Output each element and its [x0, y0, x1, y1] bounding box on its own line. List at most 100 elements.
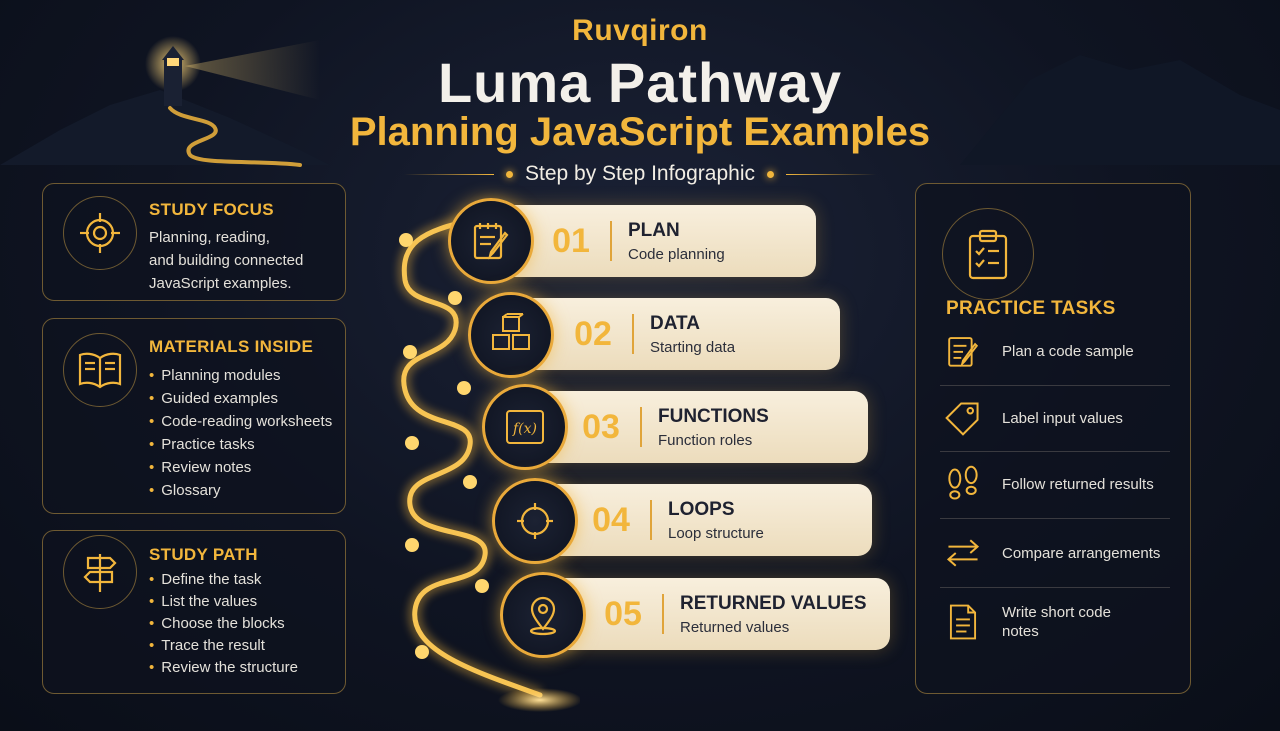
step-subtitle: Function roles	[658, 431, 753, 449]
study-path-icon-badge	[63, 535, 137, 609]
divider	[404, 173, 494, 175]
divider	[650, 500, 652, 540]
tag-icon	[945, 402, 979, 436]
notepad-pencil-icon	[473, 223, 509, 260]
step-card-functions: 03 FUNCTIONS Function roles	[516, 391, 868, 463]
icon-wrap	[940, 464, 986, 504]
divider	[940, 518, 1170, 519]
step-icon-badge	[492, 478, 578, 564]
step-text: FUNCTIONS Function roles	[658, 406, 769, 449]
step-icon-badge	[468, 292, 554, 378]
step-subtitle: Returned values	[680, 618, 790, 636]
divider	[940, 451, 1170, 452]
list-item: Guided examples	[149, 387, 332, 410]
study-focus-text: Planning, reading, and building connecte…	[149, 226, 303, 295]
divider	[940, 587, 1170, 588]
book-icon	[78, 352, 122, 389]
step-icon-badge	[500, 572, 586, 658]
cubes-icon	[492, 313, 530, 350]
practice-item: Write short code notes	[940, 589, 1170, 655]
glowing-path	[396, 213, 580, 712]
practice-icon-badge	[942, 208, 1034, 300]
list-item: Planning modules	[149, 364, 332, 387]
step-card-data: 02 DATA Starting data	[502, 298, 840, 370]
practice-item-text: Compare arrangements	[1002, 544, 1161, 562]
lighthouse-icon	[164, 60, 182, 106]
icon-wrap	[940, 398, 986, 438]
practice-item: Follow returned results	[940, 451, 1170, 517]
list-item: Review notes	[149, 456, 332, 479]
study-focus-line: Planning, reading,	[149, 229, 270, 246]
function-icon: f(x)	[506, 410, 544, 444]
step-text: RETURNED VALUES Returned values	[680, 593, 867, 636]
step-number: 04	[592, 500, 630, 539]
glow-dot	[767, 170, 774, 178]
study-path-list: Define the task List the values Choose t…	[149, 569, 298, 679]
list-item: Choose the blocks	[149, 613, 298, 635]
svg-text:f(x): f(x)	[512, 421, 537, 437]
step-number: 01	[552, 221, 590, 260]
divider	[640, 407, 642, 447]
study-path-panel: STUDY PATH Define the task List the valu…	[42, 530, 346, 694]
icon-wrap	[940, 332, 986, 370]
practice-item: Label input values	[940, 385, 1170, 451]
step-subtitle: Starting data	[650, 338, 736, 356]
page-subtitle: Planning JavaScript Examples	[349, 110, 931, 154]
step-title: PLAN	[628, 219, 680, 241]
tagline-row: Step by Step Infographic	[380, 158, 900, 190]
step-icon-badge	[448, 198, 534, 284]
materials-list: Planning modules Guided examples Code-re…	[149, 364, 332, 502]
step-card-returned-values: 05 RETURNED VALUES Returned values	[546, 578, 890, 650]
step-title: FUNCTIONS	[658, 405, 769, 427]
practice-item: Plan a code sample	[940, 318, 1170, 384]
step-title: RETURNED VALUES	[680, 592, 867, 614]
step-text: LOOPS Loop structure	[668, 499, 764, 542]
practice-panel: PRACTICE TASKS	[915, 183, 1191, 694]
practice-item-text: Write short code notes	[1002, 604, 1111, 640]
study-focus-line: and building connected	[149, 252, 304, 269]
document-icon	[949, 604, 977, 640]
page-title: Luma Pathway	[437, 51, 843, 114]
practice-item-text: Plan a code sample	[1002, 342, 1134, 360]
study-path-title: STUDY PATH	[149, 545, 258, 564]
divider	[662, 594, 664, 634]
materials-title: MATERIALS INSIDE	[149, 337, 314, 356]
practice-title: PRACTICE TASKS	[946, 298, 1116, 319]
list-item: Trace the result	[149, 635, 298, 657]
notepad-pencil-icon	[948, 337, 979, 368]
step-number: 03	[582, 407, 620, 446]
divider	[940, 385, 1170, 386]
tagline: Step by Step Infographic	[525, 162, 755, 185]
study-focus-panel: STUDY FOCUS Planning, reading, and build…	[42, 183, 346, 301]
list-item: List the values	[149, 591, 298, 613]
step-text: DATA Starting data	[650, 313, 735, 356]
study-focus-title: STUDY FOCUS	[149, 200, 274, 219]
step-number: 02	[574, 314, 612, 353]
signpost-icon	[83, 554, 117, 592]
step-number: 05	[604, 594, 642, 633]
swap-arrows-icon	[946, 539, 980, 567]
footprints-icon	[948, 465, 978, 500]
icon-wrap	[940, 602, 986, 642]
list-item: Practice tasks	[149, 433, 332, 456]
list-item: Glossary	[149, 479, 332, 502]
loop-icon	[517, 503, 553, 539]
list-item: Review the structure	[149, 657, 298, 679]
list-item: Code-reading worksheets	[149, 410, 332, 433]
divider	[610, 221, 612, 261]
materials-icon-badge	[63, 333, 137, 407]
step-subtitle: Loop structure	[668, 524, 764, 542]
step-title: DATA	[650, 312, 700, 334]
study-focus-icon-badge	[63, 196, 137, 270]
glow-dot	[506, 170, 513, 178]
brand-name: Ruvqiron	[572, 14, 708, 47]
divider	[632, 314, 634, 354]
step-text: PLAN Code planning	[628, 220, 725, 263]
practice-item: Compare arrangements	[940, 520, 1170, 586]
step-card-plan: 01 PLAN Code planning	[480, 205, 816, 277]
step-title: LOOPS	[668, 498, 735, 520]
map-pin-icon	[529, 596, 557, 636]
list-item: Define the task	[149, 569, 298, 591]
materials-panel: MATERIALS INSIDE Planning modules Guided…	[42, 318, 346, 514]
clipboard-check-icon	[968, 229, 1008, 280]
